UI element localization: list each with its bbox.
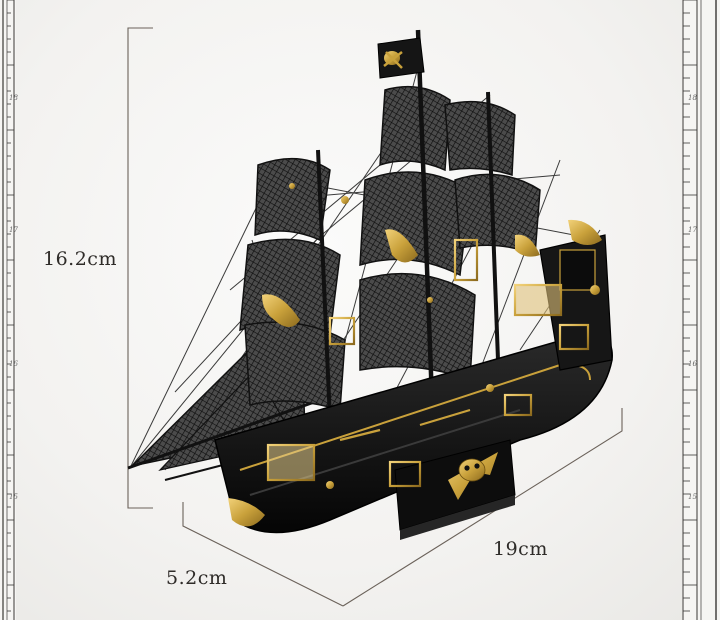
gold-railings	[266, 238, 590, 488]
foremast-sails	[239, 149, 346, 421]
ruler-number: 18	[9, 94, 18, 102]
length-dimension-line	[342, 408, 623, 607]
length-dimension-label: 19cm	[493, 538, 548, 560]
ruler-number: 18	[688, 94, 697, 102]
ruler-number: 16	[688, 360, 697, 368]
depth-dimension-label: 5.2cm	[166, 567, 228, 589]
gold-figures	[228, 183, 602, 527]
height-dimension-label: 16.2cm	[43, 248, 117, 270]
height-dimension-line	[127, 27, 153, 509]
ruler-number: 15	[9, 493, 18, 501]
ruler-number: 17	[9, 226, 18, 234]
jolly-roger-flag-icon	[377, 37, 425, 79]
ruler-number: 16	[9, 360, 18, 368]
ruler-number: 15	[688, 493, 697, 501]
skull-crossbones-emblem-icon	[448, 452, 498, 500]
ruler-number: 17	[688, 226, 697, 234]
left-ruler	[0, 0, 16, 620]
depth-dimension-line	[182, 502, 344, 607]
mainmast-sails	[359, 29, 476, 401]
right-ruler	[682, 0, 720, 620]
